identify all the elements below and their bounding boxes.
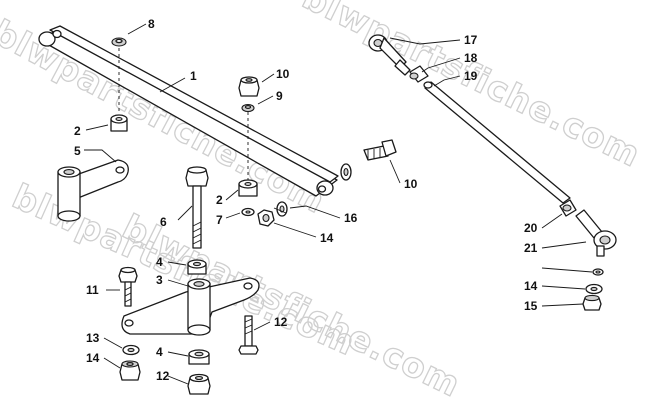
washer-tiny	[592, 268, 604, 276]
jam-nut-lower	[559, 199, 577, 217]
nut-left	[119, 360, 141, 381]
callout-13-left: 13	[86, 331, 100, 345]
washer-left	[122, 344, 140, 356]
washer-under-nut	[241, 103, 255, 113]
callout-2-middle: 2	[216, 193, 223, 207]
callout-20: 21	[524, 241, 538, 255]
bolt-left	[118, 266, 138, 307]
callout-6: 6	[160, 215, 167, 229]
rod-end-upper	[368, 34, 411, 76]
callout-7: 12	[156, 369, 170, 383]
callout-8: 12	[274, 315, 288, 329]
watermark-text: blwpartsfiche.com	[296, 0, 647, 176]
callout-14-center: 14	[320, 231, 334, 245]
callout-10-top: 8	[148, 17, 155, 31]
pivot-arm-left	[57, 159, 129, 222]
callout-labels: 8 1 10 9 2 5 6 2 7 16 14 10 17 18 19 20 …	[74, 17, 538, 383]
spacer-middle	[238, 179, 258, 197]
callout-12-right: 10	[404, 177, 418, 191]
callout-4-lower: 4	[156, 345, 163, 359]
short-bolt	[238, 315, 259, 355]
callout-10-nut: 9	[276, 89, 283, 103]
callout-3: 3	[156, 273, 163, 287]
bolt-right	[363, 139, 397, 161]
bushing-upper	[187, 259, 207, 275]
bushing-lower	[188, 349, 210, 365]
tie-bar-left-hole	[52, 29, 62, 39]
callout-15: 16	[344, 211, 358, 225]
nut-right	[582, 294, 602, 311]
rod-end-lower	[575, 209, 617, 257]
tie-bar-upper-edge	[49, 25, 339, 183]
callout-2-upper: 2	[74, 124, 81, 138]
callout-5: 5	[74, 144, 81, 158]
callout-12-left: 11	[86, 283, 99, 297]
tie-bar-right-hole	[317, 185, 327, 193]
tie-bar	[38, 25, 339, 197]
washer-right	[585, 283, 603, 295]
cap-nut	[187, 373, 211, 395]
callout-11: 10	[276, 67, 290, 81]
jam-nut-upper	[409, 65, 429, 83]
callout-13-right: 14	[524, 279, 538, 293]
tie-bar-left-eye	[38, 31, 56, 47]
lock-nut	[238, 76, 260, 97]
tie-rod	[423, 81, 571, 204]
nut-center	[257, 209, 275, 227]
callout-17: 18	[464, 51, 478, 65]
spacer-upper	[110, 114, 128, 132]
washer-small	[241, 207, 255, 217]
callout-19: 20	[524, 221, 538, 235]
long-bolt	[185, 166, 209, 249]
callout-16: 17	[464, 33, 478, 47]
callout-4-upper: 4	[156, 255, 163, 269]
callout-14-right: 15	[524, 299, 538, 313]
callout-14-left: 14	[86, 351, 100, 365]
callout-9: 7	[216, 213, 223, 227]
callout-18: 19	[464, 69, 478, 83]
washer-top	[111, 37, 127, 47]
leader-lines	[84, 23, 593, 385]
pivot-arm-center	[121, 277, 260, 336]
callout-1: 1	[190, 69, 197, 83]
